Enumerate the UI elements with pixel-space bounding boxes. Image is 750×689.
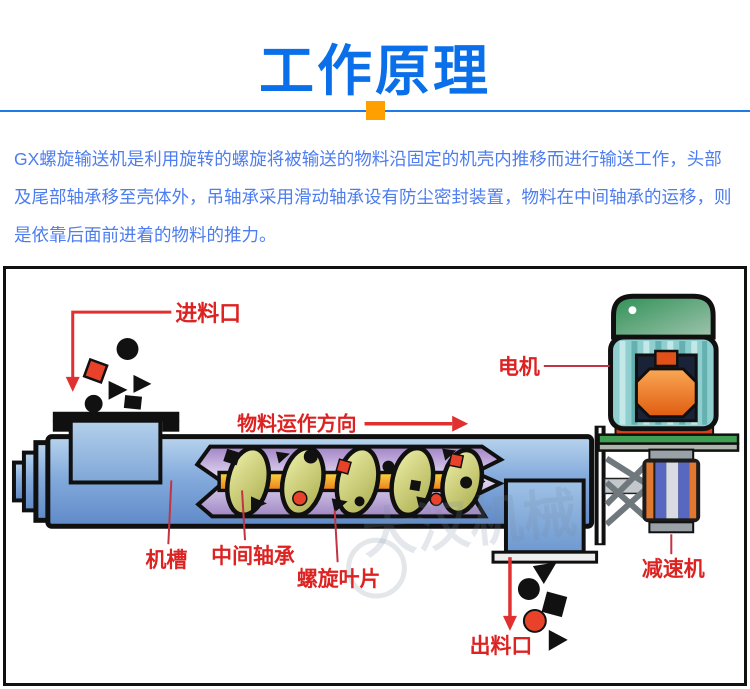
motor-rotor-octagon — [634, 367, 698, 419]
annotation-lines — [65, 310, 673, 631]
label-outlet: 出料口 — [470, 635, 533, 658]
label-reducer: 减速机 — [642, 557, 705, 581]
label-spiral-blade: 螺旋叶片 — [297, 567, 381, 591]
page-title: 工作原理 — [258, 40, 491, 102]
material-particles-inside — [223, 448, 473, 513]
motor-cap — [611, 293, 716, 340]
feed-hopper — [52, 411, 180, 485]
title-divider-accent-square — [366, 101, 385, 120]
annotation-labels: 进料口 物料运作方向 电机 机槽 中间轴承 螺旋叶片 减速机 出料口 — [145, 301, 704, 658]
label-trough: 机槽 — [145, 548, 187, 572]
material-particles-outlet — [517, 562, 568, 651]
material-particles-inlet — [82, 338, 152, 413]
label-motor: 电机 — [498, 355, 540, 379]
description-line: 是依靠后面前进着的物料的推力。 — [14, 225, 277, 245]
discharge-chute — [491, 478, 599, 564]
label-direction: 物料运作方向 — [237, 412, 356, 436]
tube-end-plate — [594, 425, 606, 546]
reducer-gearbox — [603, 448, 701, 534]
description-line: GX螺旋输送机是利用旋转的螺旋将被输送的物料沿固定的机壳内推移而进行输送工作，头… — [14, 149, 722, 169]
motor — [597, 293, 740, 452]
description-paragraph: GX螺旋输送机是利用旋转的螺旋将被输送的物料沿固定的机壳内推移而进行输送工作，头… — [14, 140, 740, 254]
label-mid-bearing: 中间轴承 — [211, 544, 295, 568]
description-line: 及尾部轴承移至壳体外，吊轴承采用滑动轴承设有防尘密封装置，物料在中间轴承的运移，… — [14, 187, 732, 207]
working-principle-diagram: 大汉机械 进料口 物料运作方向 电机 机槽 中间轴承 螺旋叶片 减速机 出料口 — [3, 266, 747, 686]
label-feed-inlet: 进料口 — [175, 301, 241, 326]
screw-conveyor-illustration: 大汉机械 进料口 物料运作方向 电机 机槽 中间轴承 螺旋叶片 减速机 出料口 — [11, 293, 740, 658]
